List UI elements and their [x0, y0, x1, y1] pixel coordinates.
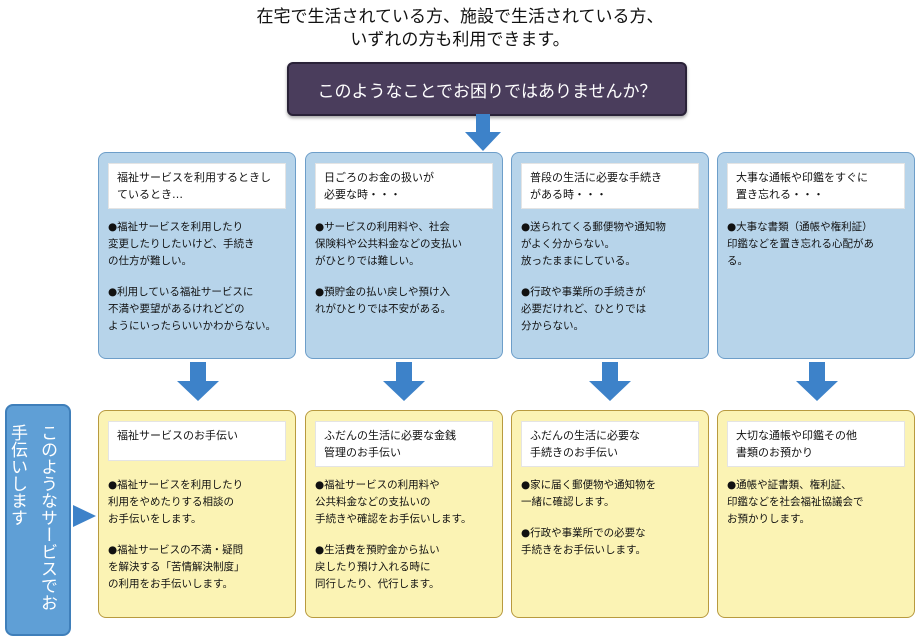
problem-box-money: 日ごろのお金の扱いが 必要な時・・・ ●サービスの利用料や、社会 保険料や公共料…: [305, 152, 503, 359]
down-arrow-icon: [589, 362, 631, 401]
problem-body: ●大事な書類（通帳や権利証） 印鑑などを置き忘れる心配があ る。: [727, 219, 911, 284]
problem-box-valuables: 大事な通帳や印鑑をすぐに 置き忘れる・・・ ●大事な書類（通帳や権利証） 印鑑な…: [717, 152, 915, 359]
intro-line-1: 在宅で生活されている方、施設で生活されている方、: [256, 7, 664, 27]
problem-item: ●福祉サービスを利用したり 変更したりしたいけど、手続き の仕方が難しい。: [108, 221, 255, 267]
service-box-procedures: ふだんの生活に必要な 手続きのお手伝い ●家に届く郵便物や通知物を 一緒に確認し…: [511, 410, 709, 618]
down-arrow-icon: [796, 362, 838, 401]
service-title: ふだんの生活に必要な金銭 管理のお手伝い: [315, 421, 493, 467]
service-title: 福祉サービスのお手伝い: [108, 421, 286, 461]
service-body: ●家に届く郵便物や通知物を 一緒に確認します。 ●行政や事業所での必要な 手続き…: [521, 477, 705, 573]
service-item: ●通帳や証書類、権利証、 印鑑などを社会福祉協議会で お預かりします。: [727, 479, 864, 525]
service-title: ふだんの生活に必要な 手続きのお手伝い: [521, 421, 699, 467]
problem-body: ●送られてくる郵便物や通知物 がよく分からない。 放ったままにしている。 ●行政…: [521, 219, 705, 349]
problem-item: ●サービスの利用料や、社会 保険料や公共料金などの支払い がひとりでは難しい。: [315, 221, 462, 267]
problem-item: ●預貯金の払い戻しや預け入 れがひとりでは不安がある。: [315, 286, 452, 315]
problem-item: ●大事な書類（通帳や権利証） 印鑑などを置き忘れる心配があ る。: [727, 221, 874, 267]
intro-text: 在宅で生活されている方、施設で生活されている方、 いずれの方も利用できます。: [0, 6, 920, 52]
service-item: ●福祉サービスの不満・疑問 を解決する「苦情解決制度」 の利用をお手伝いします。: [108, 544, 245, 590]
problem-item: ●利用している福祉サービスに 不満や要望があるけれどどの ようにいったらいいかわ…: [108, 286, 276, 332]
service-body: ●通帳や証書類、権利証、 印鑑などを社会福祉協議会で お預かりします。: [727, 477, 911, 542]
service-box-welfare: 福祉サービスのお手伝い ●福祉サービスを利用したり 利用をやめたりする相談の お…: [98, 410, 296, 618]
intro-line-2: いずれの方も利用できます。: [350, 30, 570, 50]
service-item: ●行政や事業所での必要な 手続きをお手伝いします。: [521, 527, 646, 556]
problem-title: 福祉サービスを利用するときしているとき…: [108, 163, 286, 209]
problem-item: ●送られてくる郵便物や通知物 がよく分からない。 放ったままにしている。: [521, 221, 666, 267]
service-item: ●生活費を預貯金から払い 戻したり預け入れる時に 同行したり、代行します。: [315, 544, 440, 590]
problem-box-welfare: 福祉サービスを利用するときしているとき… ●福祉サービスを利用したり 変更したり…: [98, 152, 296, 359]
service-item: ●福祉サービスの利用料や 公共料金などの支払いの 手続きや確認をお手伝いします。: [315, 479, 472, 525]
problem-body: ●福祉サービスを利用したり 変更したりしたいけど、手続き の仕方が難しい。 ●利…: [108, 219, 292, 349]
service-box-valuables: 大切な通帳や印鑑その他 書類のお預かり ●通帳や証書類、権利証、 印鑑などを社会…: [717, 410, 915, 618]
problem-title: 普段の生活に必要な手続き がある時・・・: [521, 163, 699, 209]
service-item: ●家に届く郵便物や通知物を 一緒に確認します。: [521, 479, 657, 508]
problem-box-procedures: 普段の生活に必要な手続き がある時・・・ ●送られてくる郵便物や通知物 がよく分…: [511, 152, 709, 359]
service-body: ●福祉サービスを利用したり 利用をやめたりする相談の お手伝いをします。 ●福祉…: [108, 477, 292, 607]
problem-item: ●行政や事業所の手続きが 必要だけれど、ひとりでは 分からない。: [521, 286, 647, 332]
problem-body: ●サービスの利用料や、社会 保険料や公共料金などの支払い がひとりでは難しい。 …: [315, 219, 499, 332]
problem-title: 大事な通帳や印鑑をすぐに 置き忘れる・・・: [727, 163, 905, 209]
problem-title: 日ごろのお金の扱いが 必要な時・・・: [315, 163, 493, 209]
right-arrow-icon: [73, 505, 96, 527]
service-title: 大切な通帳や印鑑その他 書類のお預かり: [727, 421, 905, 467]
down-arrow-icon: [383, 362, 425, 401]
service-item: ●福祉サービスを利用したり 利用をやめたりする相談の お手伝いをします。: [108, 479, 244, 525]
down-arrow-icon: [465, 114, 501, 151]
question-banner: このようなことでお困りではありませんか？: [287, 62, 687, 116]
service-box-money: ふだんの生活に必要な金銭 管理のお手伝い ●福祉サービスの利用料や 公共料金など…: [305, 410, 503, 618]
down-arrow-icon: [177, 362, 219, 401]
side-label: このようなサービスでお手伝いします: [5, 404, 71, 636]
service-body: ●福祉サービスの利用料や 公共料金などの支払いの 手続きや確認をお手伝いします。…: [315, 477, 499, 607]
